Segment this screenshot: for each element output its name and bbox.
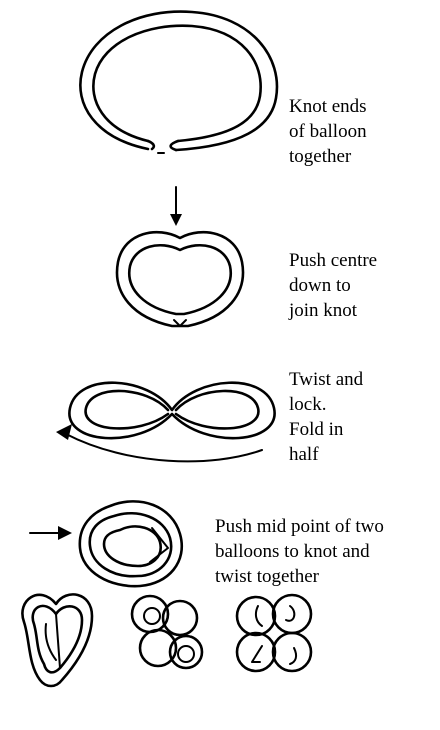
figure-eight-balloon [56,381,276,463]
final-shape-flower [235,593,313,673]
step-1-caption: Knot ends of balloon together [289,96,367,167]
folded-balloon-pair [29,500,183,588]
final-shape-fold [21,593,94,688]
step-4-caption: Push mid point of two balloons to knot a… [215,516,384,587]
open-balloon-ring [79,10,279,154]
final-shape-twisted [130,594,204,670]
pushed-balloon-ring [115,230,245,328]
down-arrow [170,186,182,226]
step-2-caption: Push centre down to join knot [289,250,378,321]
step-3-caption: Twist and lock. Fold in half [289,369,364,465]
